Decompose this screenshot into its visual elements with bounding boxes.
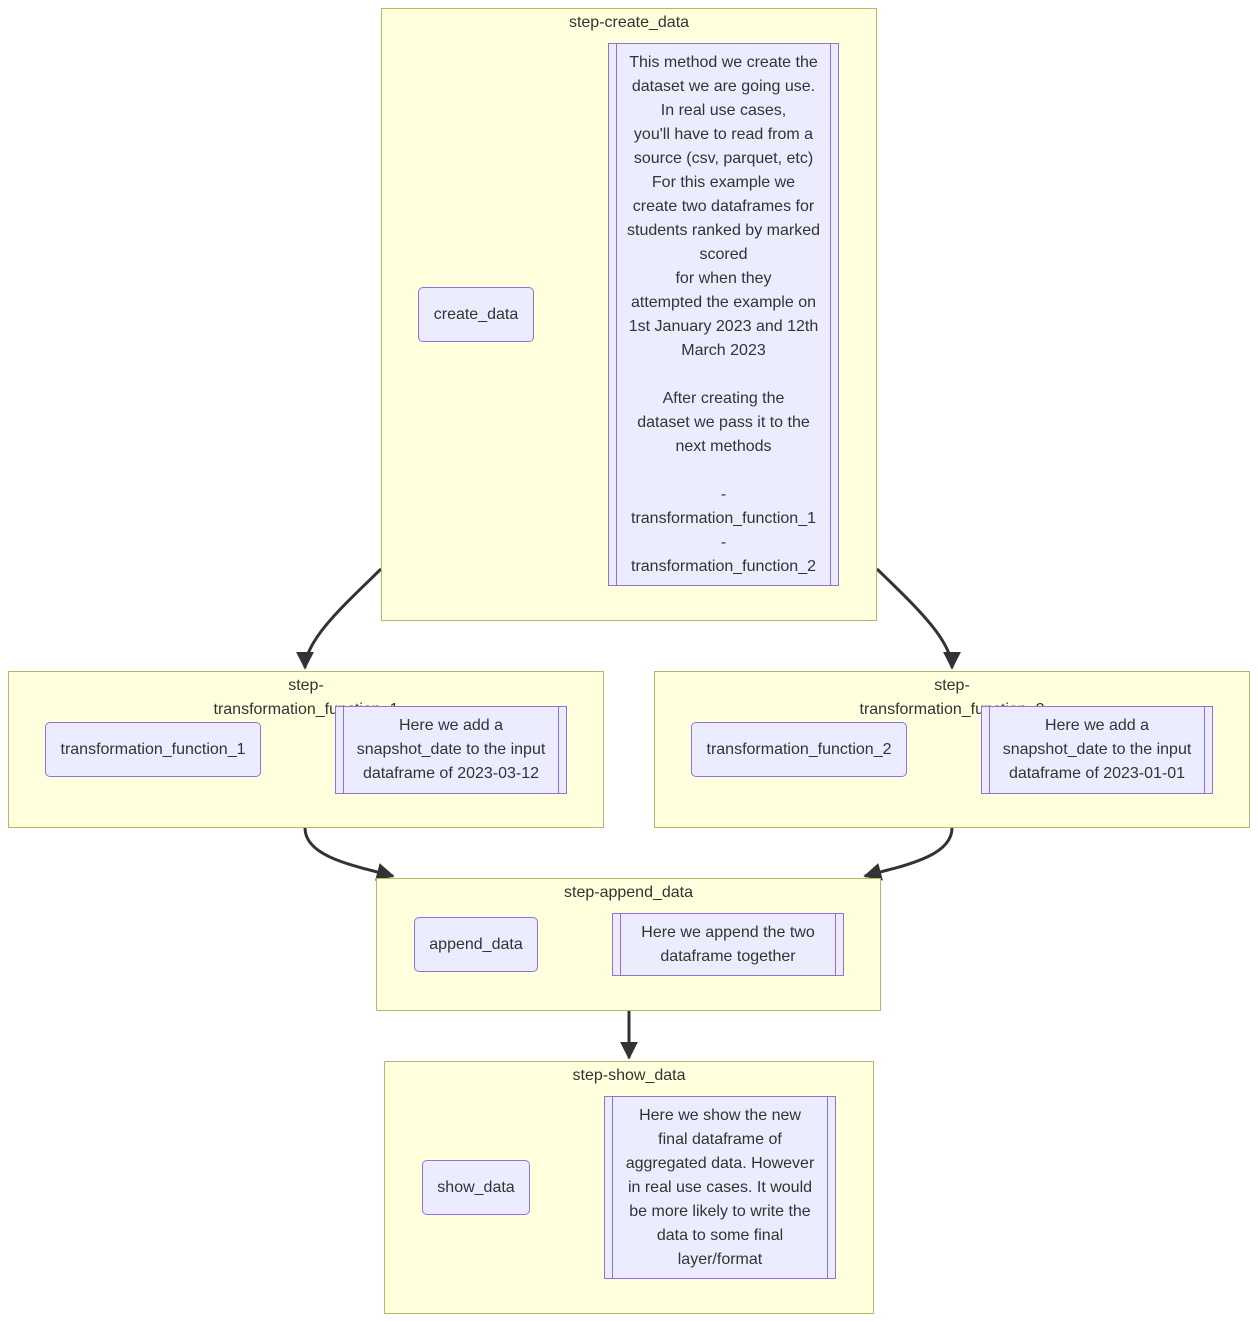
cluster-title: step-create_data [568,14,690,31]
note-text: Here we add a snapshot_date to the input… [356,717,546,782]
note-text: Here we add a snapshot_date to the input… [1002,717,1192,782]
note-transformation-function-2: Here we add a snapshot_date to the input… [981,706,1213,794]
note-text: This method we create the dataset we are… [627,53,820,575]
node-create-data[interactable]: create_data [418,287,534,342]
node-label: append_data [429,935,523,953]
edge-create-to-transform2 [875,567,961,670]
note-create-data: This method we create the dataset we are… [608,43,839,586]
node-label: transformation_function_2 [706,740,892,758]
cluster-title: step-append_data [564,884,693,901]
note-text: Here we show the new final dataframe of … [625,1106,815,1268]
cluster-title: step-show_data [572,1067,686,1084]
node-label: show_data [437,1178,515,1196]
node-transformation-function-1[interactable]: transformation_function_1 [45,722,261,777]
node-label: transformation_function_1 [60,740,246,758]
edge-transform1-to-append [303,827,395,881]
note-show-data: Here we show the new final dataframe of … [604,1096,836,1279]
node-show-data[interactable]: show_data [422,1160,530,1215]
node-label: create_data [433,305,519,323]
note-transformation-function-1: Here we add a snapshot_date to the input… [335,706,567,794]
node-transformation-function-2[interactable]: transformation_function_2 [691,722,907,777]
note-text: Here we append the two dataframe togethe… [641,923,815,965]
node-append-data[interactable]: append_data [414,917,538,972]
edge-transform2-to-append [863,827,954,881]
note-append-data: Here we append the two dataframe togethe… [612,913,844,976]
edge-create-to-transform1 [296,567,383,670]
